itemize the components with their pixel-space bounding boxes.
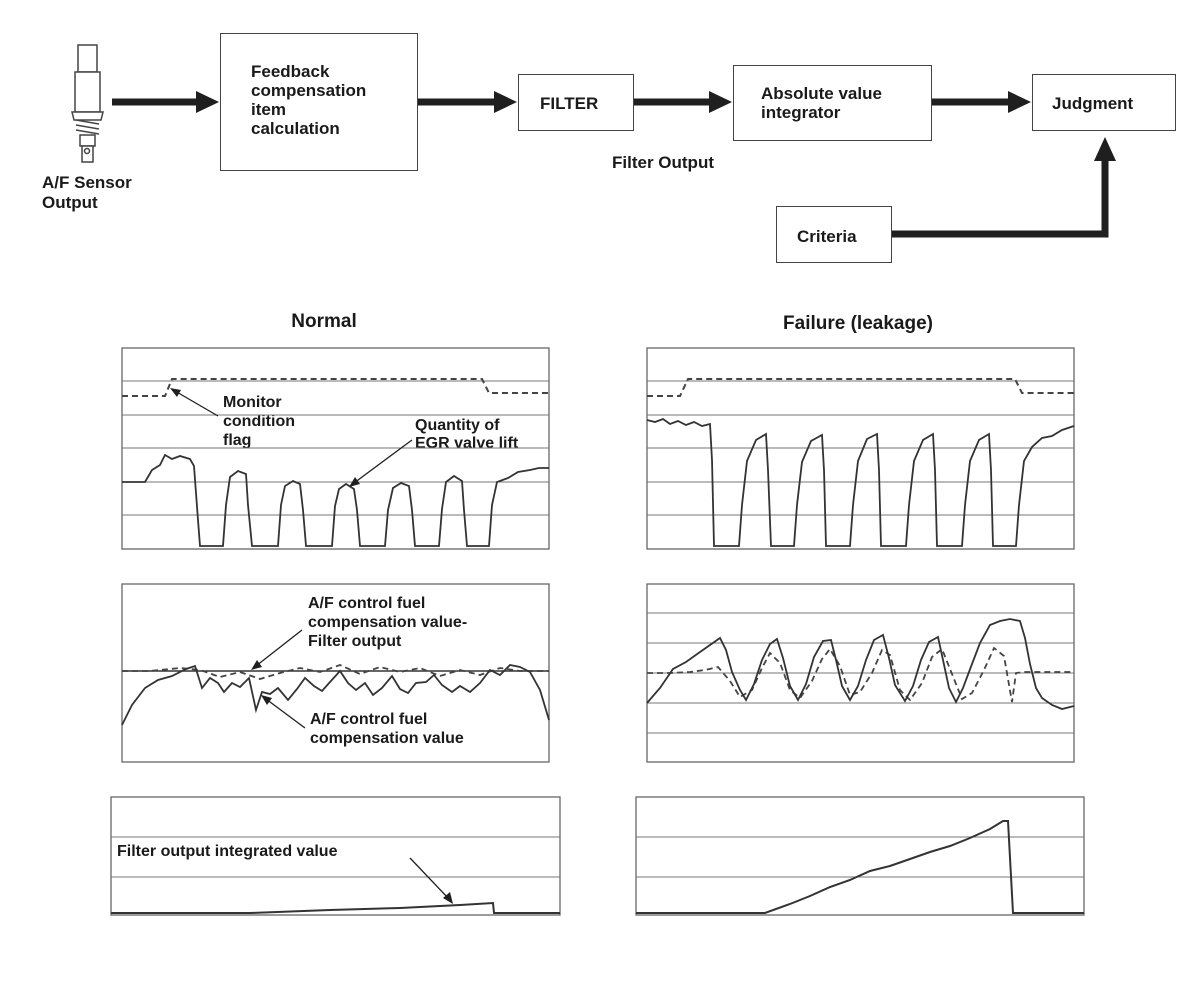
- filter-box-label: FILTER: [540, 94, 599, 113]
- arrowhead-2: [494, 91, 517, 113]
- failure-af-chart-grid: [647, 612, 1074, 734]
- failure-af-compensation-trace: [646, 618, 1075, 710]
- normal-af-filter-output-trace: [122, 664, 549, 680]
- af-filter-output-label-1: A/F control fuel: [308, 595, 426, 612]
- af-filter-output-leader-head: [251, 660, 262, 670]
- integrator-line-2: integrator: [761, 103, 841, 122]
- normal-integrated-chart-frame: [110, 796, 561, 916]
- monitor-flag-label-2: condition: [223, 413, 295, 430]
- af-filter-output-leader: [255, 629, 303, 667]
- failure-monitor-flag-trace: [647, 378, 1074, 397]
- failure-title: Failure (leakage): [783, 313, 933, 334]
- failure-integrated-chart-grid: [636, 836, 1084, 878]
- integrated-value-leader: [409, 857, 450, 900]
- arrowhead-5: [1094, 137, 1116, 161]
- af-comp-value-label-1: A/F control fuel: [310, 711, 428, 728]
- criteria-box-label: Criteria: [797, 227, 857, 246]
- normal-egr-chart-grid: [122, 380, 549, 516]
- normal-integrated-chart-grid: [111, 836, 560, 878]
- monitor-flag-leader: [174, 390, 219, 417]
- monitor-flag-label-1: Monitor: [223, 394, 282, 411]
- absolute-value-integrator-box: Absolute value integrator: [733, 65, 932, 141]
- egr-lift-leader-head: [349, 477, 360, 487]
- arrowhead-4: [1008, 91, 1031, 113]
- integrated-value-label: Filter output integrated value: [117, 843, 338, 860]
- normal-af-chart-frame: [121, 583, 550, 763]
- af-comp-value-leader: [265, 698, 306, 729]
- af-sensor-icon: [71, 44, 104, 163]
- feedback-line-4: calculation: [251, 119, 340, 138]
- arrowhead-3: [709, 91, 732, 113]
- flow-arrows: [112, 91, 1116, 238]
- egr-lift-leader: [353, 439, 413, 484]
- af-filter-output-label-3: Filter output: [308, 633, 402, 650]
- failure-integrated-trace: [636, 820, 1084, 914]
- integrated-value-leader-head: [443, 892, 453, 904]
- arrowhead-1: [196, 91, 219, 113]
- arrow-criteria-to-judgment: [892, 160, 1109, 238]
- criteria-box: Criteria: [776, 206, 892, 263]
- feedback-compensation-box: Feedback compensation item calculation: [220, 33, 418, 171]
- failure-egr-lift-trace: [646, 417, 1075, 547]
- egr-lift-label-1: Quantity of: [415, 417, 500, 434]
- monitor-flag-leader-head: [170, 388, 181, 397]
- feedback-line-2: compensation: [251, 81, 367, 100]
- monitor-flag-label-3: flag: [223, 432, 252, 449]
- af-comp-value-label-2: compensation value: [310, 730, 464, 747]
- failure-integrated-chart-frame: [635, 796, 1085, 916]
- normal-integrated-trace: [111, 901, 560, 914]
- normal-egr-lift-trace: [122, 453, 549, 547]
- filter-output-label: Filter Output: [612, 153, 714, 172]
- af-filter-output-label-2: compensation value-: [308, 614, 468, 631]
- feedback-line-3: item: [251, 100, 286, 119]
- failure-af-filter-output-trace: [647, 646, 1074, 703]
- normal-af-compensation-trace: [121, 664, 550, 726]
- normal-title: Normal: [291, 311, 357, 332]
- judgment-box-label: Judgment: [1052, 94, 1134, 113]
- failure-egr-chart-grid: [647, 380, 1074, 516]
- normal-monitor-flag-trace: [122, 378, 549, 397]
- sensor-label-2: Output: [42, 193, 98, 212]
- sensor-label-1: A/F Sensor: [42, 173, 132, 192]
- integrator-line-1: Absolute value: [761, 84, 882, 103]
- af-comp-value-leader-head: [261, 695, 272, 705]
- feedback-line-1: Feedback: [251, 62, 330, 81]
- filter-box: FILTER: [518, 74, 634, 131]
- judgment-box: Judgment: [1032, 74, 1176, 131]
